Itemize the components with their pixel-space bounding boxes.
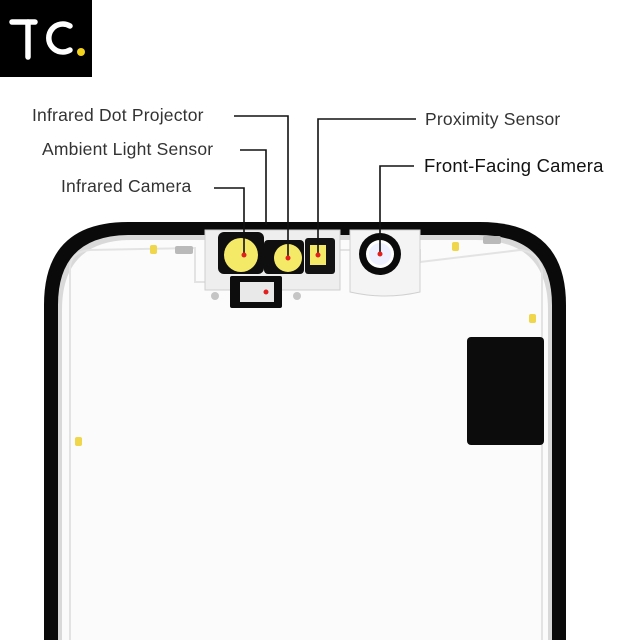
infrared-camera-lens: [224, 238, 258, 272]
leader-ambient-light-sensor: [240, 149, 267, 225]
contact-dot: [75, 437, 82, 446]
flex-connector-window: [240, 282, 274, 302]
earpiece-connector-right: [483, 236, 501, 244]
screw-right: [293, 292, 301, 300]
contact-dot: [150, 245, 157, 254]
leader-front-facing-camera: [379, 165, 414, 254]
earpiece-connector-left: [175, 246, 193, 254]
leader-proximity-sensor: [317, 118, 416, 255]
contact-dot: [529, 314, 536, 323]
logo-accent-dot: [77, 48, 85, 56]
marker-proximity-sensor: [315, 252, 321, 258]
label-proximity-sensor: Proximity Sensor: [425, 109, 561, 129]
display-panel: [62, 240, 548, 640]
tc-logo: [0, 0, 92, 77]
marker-front-camera: [377, 251, 383, 257]
label-infrared-camera: Infrared Camera: [61, 176, 192, 196]
marker-flex-connector: [263, 289, 269, 295]
screw-left: [211, 292, 219, 300]
leader-infrared-camera: [214, 187, 245, 255]
label-ambient-light-sensor: Ambient Light Sensor: [42, 139, 214, 159]
contact-dot: [452, 242, 459, 251]
marker-dot-projector: [285, 255, 291, 261]
marker-infrared-camera: [241, 252, 247, 258]
black-adhesive-pad: [467, 337, 544, 445]
label-infrared-dot-projector: Infrared Dot Projector: [32, 105, 204, 125]
leader-infrared-dot-projector: [234, 115, 289, 258]
tc-logo-mark: [9, 19, 85, 60]
label-front-facing-camera: Front-Facing Camera: [424, 155, 604, 176]
